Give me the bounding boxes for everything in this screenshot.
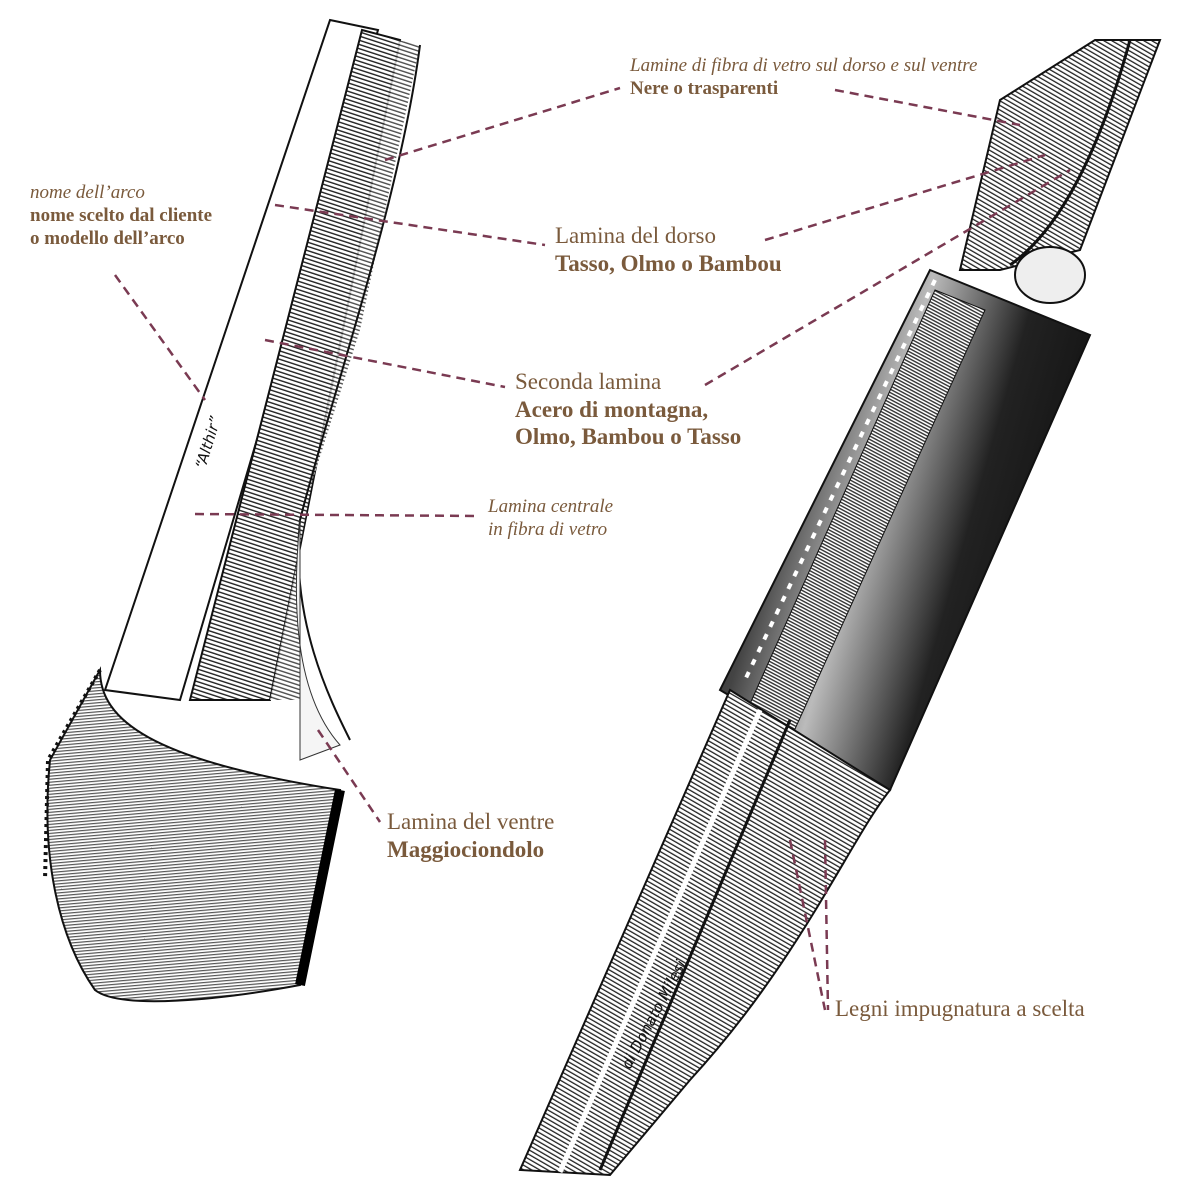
label-bow-name: nome dell’arco nome scelto dal cliente o… <box>30 182 212 250</box>
label-title: Lamina del dorso <box>555 223 716 248</box>
label-value: nome scelto dal cliente <box>30 204 213 226</box>
label-back-lamina: Lamina del dorso Tasso, Olmo o Bambou <box>555 222 782 277</box>
label-value: Acero di montagna, <box>515 396 709 422</box>
leader-belly <box>316 729 382 823</box>
label-grip-woods: Legni impugnatura a scelta <box>835 995 1085 1023</box>
label-value: Tasso, Olmo o Bambou <box>555 250 782 276</box>
left-grip-wrap <box>43 666 345 1003</box>
leader-bow-name <box>113 274 207 401</box>
leader-lines <box>113 86 1071 1011</box>
leader-grip-2 <box>823 839 830 1011</box>
leader-second-left <box>264 338 506 389</box>
label-fiberglass: Lamine di fibra di vetro sul dorso e sul… <box>630 55 977 101</box>
label-title: Legni impugnatura a scelta <box>835 996 1085 1021</box>
leader-back-left <box>274 203 546 247</box>
leader-fiberglass-left <box>384 86 621 162</box>
label-value: Olmo, Bambou o Tasso <box>515 424 742 450</box>
label-belly-lamina: Lamina del ventre Maggiociondolo <box>387 808 554 863</box>
label-title: Lamine di fibra di vetro sul dorso e sul… <box>630 55 978 76</box>
label-value: Nere o trasparenti <box>630 77 779 99</box>
left-limb: “Althir” <box>103 18 421 761</box>
leader-core <box>194 512 481 518</box>
leader-fiberglass-right <box>834 88 1021 127</box>
right-handle: di Donato Milesi <box>518 688 892 1177</box>
label-core-lamina: Lamina centrale in fibra di vetro <box>488 496 613 542</box>
label-title: Lamina centrale <box>488 496 614 517</box>
label-value: o modello dell’arco <box>30 227 185 249</box>
label-title: Seconda lamina <box>515 369 662 394</box>
label-value: Maggiociondolo <box>387 836 545 862</box>
label-second-lamina: Seconda lamina Acero di montagna, Olmo, … <box>515 368 741 451</box>
right-limb <box>958 39 1162 304</box>
label-title: nome dell’arco <box>30 182 145 203</box>
label-title: in fibra di vetro <box>488 518 608 540</box>
label-title: Lamina del ventre <box>387 809 555 834</box>
leader-back-right <box>764 153 1046 242</box>
leader-second-right <box>704 168 1071 387</box>
right-grip-cylinder <box>718 268 1092 792</box>
